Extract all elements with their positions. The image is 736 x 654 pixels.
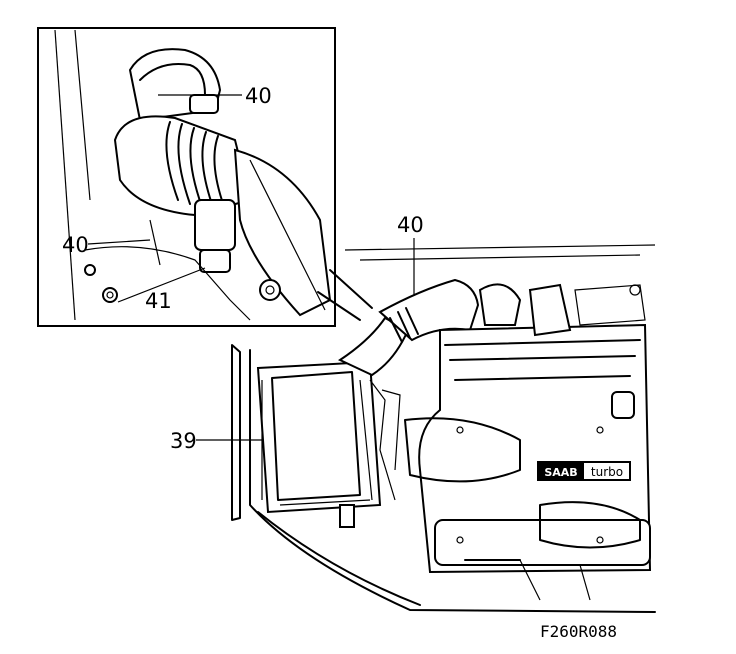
callout-label: 39 <box>170 429 197 453</box>
air-filter-box <box>256 360 382 528</box>
callout-40-inset-top: 40 <box>158 84 272 108</box>
callout-40-main: 40 <box>397 213 424 296</box>
callout-41-inset-bottom: 41 <box>117 267 206 313</box>
inset-detail <box>37 27 336 327</box>
inset-connector-line <box>329 269 373 309</box>
callout-label: 40 <box>62 233 89 257</box>
callout-39-main: 39 <box>170 429 262 453</box>
engine-bay-view: SAAB turbo <box>231 244 656 613</box>
engine-badge: SAAB turbo <box>537 461 631 481</box>
callout-40-inset-left: 40 <box>62 233 151 257</box>
callout-label: 40 <box>245 84 272 108</box>
inset-connector-line <box>317 291 361 321</box>
intake-hose <box>337 278 480 501</box>
callout-label: 40 <box>397 213 424 237</box>
badge-brand: SAAB <box>544 466 577 479</box>
engine-cover <box>404 323 652 574</box>
figure-code: F260R088 <box>540 622 617 641</box>
callout-label: 41 <box>145 289 172 313</box>
badge-model: turbo <box>591 465 623 479</box>
